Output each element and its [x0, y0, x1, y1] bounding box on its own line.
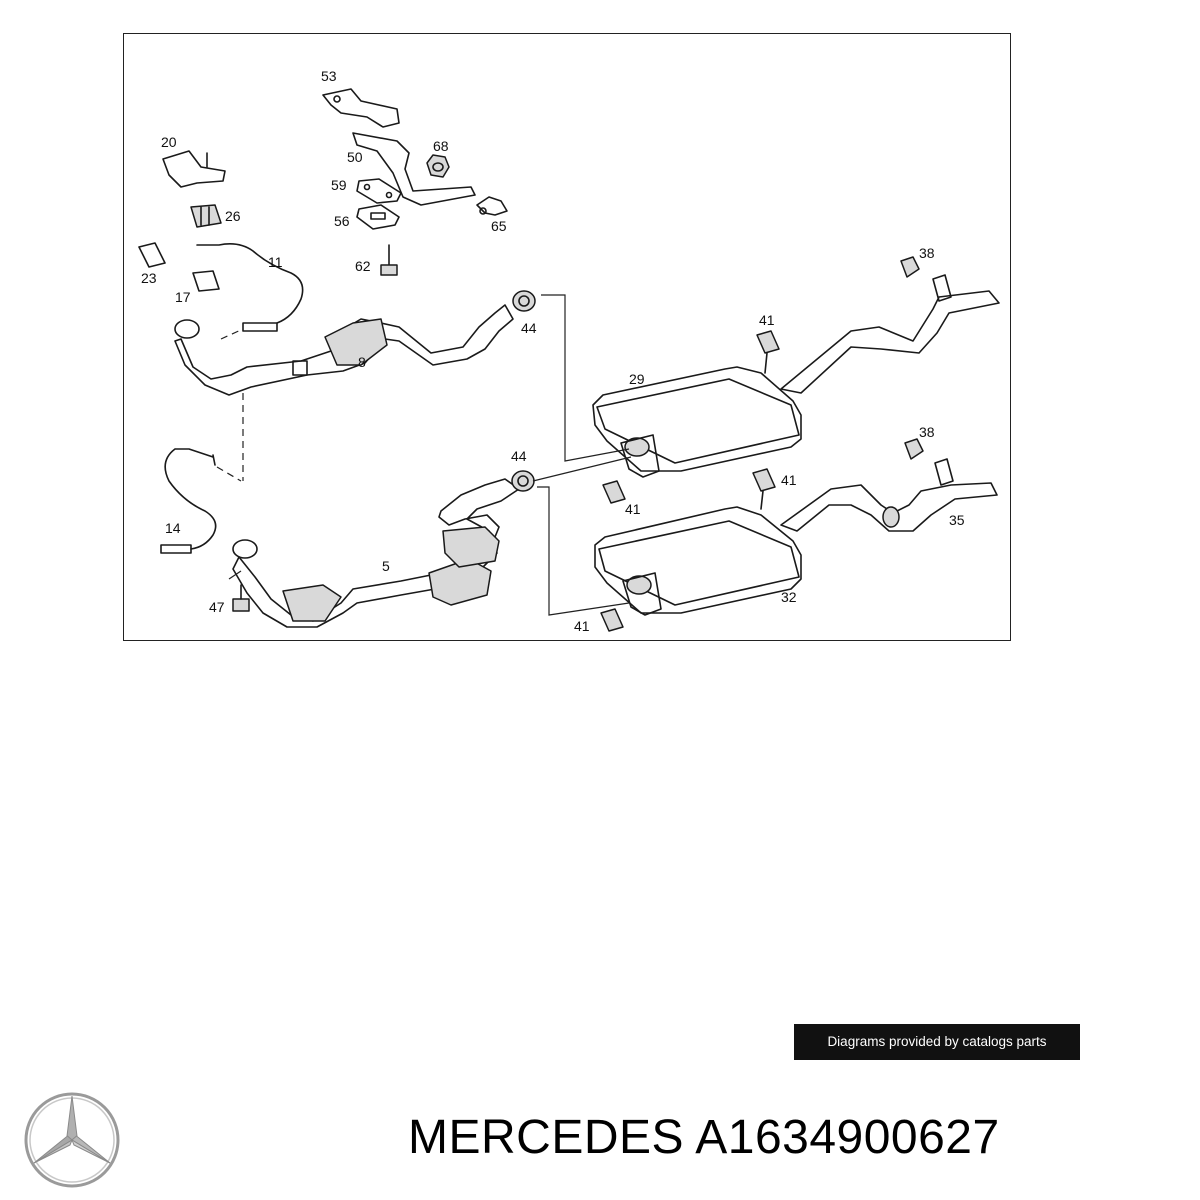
callout-65: 65	[491, 218, 507, 234]
exhaust-system-diagram: 53 68 20 50 59 26 65 56 11 62 23 17 44 8…	[123, 33, 1011, 641]
part-41-rubber-mount-b	[602, 480, 626, 504]
part-68-nut	[426, 154, 450, 178]
part-35-tailpipe	[882, 506, 900, 528]
callout-41-a: 41	[759, 312, 775, 328]
callout-41-b: 41	[781, 472, 797, 488]
part-5-front-pipe	[232, 478, 520, 628]
part-65-clip	[476, 196, 508, 216]
callout-41-c: 41	[625, 501, 641, 517]
part-11-oxygen-sensor	[196, 243, 304, 340]
part-8-front-pipe	[174, 304, 514, 396]
part-20-bracket	[162, 150, 226, 188]
part-38-hanger-upper	[900, 256, 952, 302]
callout-44-lower: 44	[511, 448, 527, 464]
part-32-rear-muffler	[594, 482, 998, 616]
part-26-connector	[190, 204, 222, 228]
callout-56: 56	[334, 213, 350, 229]
part-29-rear-muffler	[592, 290, 1000, 478]
diagram-drawing: 53 68 20 50 59 26 65 56 11 62 23 17 44 8…	[138, 68, 1000, 634]
callout-41-d: 41	[574, 618, 590, 634]
product-title: MERCEDES A1634900627	[408, 1111, 1000, 1164]
callout-38-upper: 38	[919, 245, 935, 261]
callout-5: 5	[382, 558, 390, 574]
callout-68: 68	[433, 138, 449, 154]
callout-44-upper: 44	[521, 320, 537, 336]
part-14-oxygen-sensor	[160, 448, 242, 554]
callout-23: 23	[141, 270, 157, 286]
part-44-clamp-upper	[512, 290, 536, 312]
callout-20: 20	[161, 134, 177, 150]
callout-14: 14	[165, 520, 181, 536]
callout-38-lower: 38	[919, 424, 935, 440]
callout-8: 8	[358, 354, 366, 370]
callout-labels: 53 68 20 50 59 26 65 56 11 62 23 17 44 8…	[141, 68, 965, 634]
part-59-plate	[356, 178, 402, 204]
callout-59: 59	[331, 177, 347, 193]
diagram-source-watermark: Diagrams provided by catalogs parts	[794, 1024, 1080, 1060]
part-23-clip	[138, 242, 166, 268]
callout-11: 11	[268, 254, 283, 270]
part-41-rubber-mount-c	[752, 468, 776, 510]
callout-53: 53	[321, 68, 337, 84]
part-41-rubber-mount-a	[756, 330, 780, 374]
part-47-bolt	[232, 584, 250, 612]
callout-32: 32	[781, 589, 797, 605]
part-17-clip	[192, 270, 220, 292]
part-53-bracket	[322, 88, 400, 128]
callout-17: 17	[175, 289, 191, 305]
part-38-hanger-lower	[904, 438, 954, 486]
part-50-bracket	[352, 132, 476, 206]
callout-62: 62	[355, 258, 371, 274]
reference-lines	[228, 294, 632, 616]
part-44-clamp-lower	[511, 470, 535, 492]
callout-35: 35	[949, 512, 965, 528]
part-41-rubber-mount-d	[600, 608, 624, 632]
callout-29: 29	[629, 371, 645, 387]
part-56-plate	[356, 204, 400, 230]
callout-26: 26	[225, 208, 241, 224]
callout-50: 50	[347, 149, 363, 165]
part-62-bolt	[380, 244, 398, 276]
callout-47: 47	[209, 599, 225, 615]
mercedes-star-logo-icon	[24, 1092, 120, 1188]
